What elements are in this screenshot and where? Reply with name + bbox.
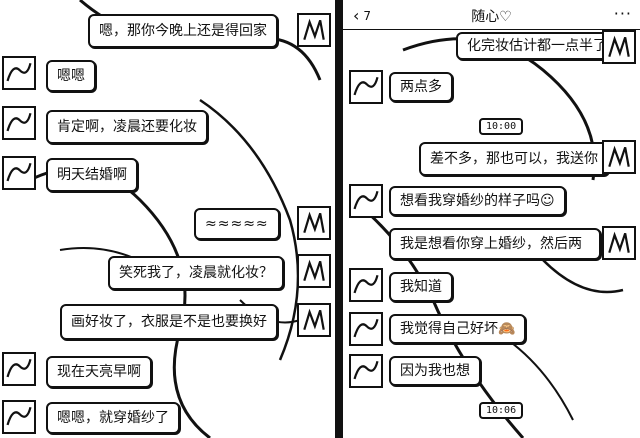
message-bubble[interactable]: 现在天亮早啊 xyxy=(46,356,152,388)
message-text: 因为我也想 xyxy=(400,363,470,379)
message-text: ≈≈≈≈≈ xyxy=(205,216,269,232)
message-text: 我知道 xyxy=(400,279,442,295)
avatar-sketch-icon xyxy=(608,231,630,254)
message-text: 嗯嗯 xyxy=(57,68,85,84)
message-bubble[interactable]: 笑死我了，凌晨就化妆？ xyxy=(108,256,284,290)
message-bubble[interactable]: 我知道 xyxy=(389,272,453,302)
message-bubble[interactable]: 嗯，那你今晚上还是得回家 xyxy=(88,14,278,48)
avatar-sketch-icon xyxy=(608,145,630,168)
contact-avatar[interactable] xyxy=(2,56,36,90)
message-bubble[interactable]: 化完妆估计都一点半了 xyxy=(456,32,618,60)
user-avatar[interactable] xyxy=(602,226,636,260)
avatar-sketch-icon xyxy=(6,407,32,426)
user-avatar[interactable] xyxy=(297,206,331,240)
avatar-sketch-icon xyxy=(353,275,379,294)
chat-title: 随心♡ xyxy=(471,9,512,25)
message-text: 笑死我了，凌晨就化妆？ xyxy=(119,265,273,281)
back-button[interactable]: ‹ 7 xyxy=(353,6,371,25)
message-bubble[interactable]: 我是想看你穿上婚纱，然后两 xyxy=(389,228,601,260)
message-text: 想看我穿婚纱的样子吗☺ xyxy=(400,193,555,209)
more-options-button[interactable]: ··· xyxy=(614,4,632,23)
avatar-sketch-icon xyxy=(303,259,325,282)
right-chat-panel[interactable]: ‹ 7 随心♡ ··· 化完妆估计都一点半了 两点多 10:00 差不多，那也可… xyxy=(343,0,640,438)
message-bubble[interactable]: 嗯嗯 xyxy=(46,60,96,92)
message-text: 肯定啊，凌晨还要化妆 xyxy=(57,119,197,135)
message-text: 现在天亮早啊 xyxy=(57,364,141,380)
contact-avatar[interactable] xyxy=(2,400,36,434)
contact-avatar[interactable] xyxy=(2,106,36,140)
left-chat-panel[interactable]: 嗯，那你今晚上还是得回家 嗯嗯 肯定啊，凌晨还要化妆 明天结婚啊 ≈≈≈≈≈ xyxy=(0,0,335,438)
contact-avatar[interactable] xyxy=(349,354,383,388)
contact-avatar[interactable] xyxy=(349,312,383,346)
user-avatar[interactable] xyxy=(297,303,331,337)
message-text: 嗯，那你今晚上还是得回家 xyxy=(99,23,267,39)
message-bubble[interactable]: 画好妆了，衣服是不是也要换好 xyxy=(60,304,278,340)
background-photo xyxy=(352,37,624,438)
more-dots-icon: ··· xyxy=(613,4,632,23)
message-bubble[interactable]: 嗯嗯，就穿婚纱了 xyxy=(46,402,180,434)
contact-avatar[interactable] xyxy=(349,184,383,218)
message-text: 明天结婚啊 xyxy=(57,167,127,183)
message-text: 差不多，那也可以，我送你 xyxy=(430,151,598,167)
avatar-sketch-icon xyxy=(6,113,32,132)
user-avatar[interactable] xyxy=(297,13,331,47)
avatar-sketch-icon xyxy=(6,359,32,378)
user-avatar[interactable] xyxy=(602,140,636,174)
message-text: 我觉得自己好坏🙈 xyxy=(400,321,516,337)
avatar-sketch-icon xyxy=(353,191,379,210)
contact-avatar[interactable] xyxy=(2,352,36,386)
avatar-sketch-icon xyxy=(6,63,32,82)
avatar-sketch-icon xyxy=(303,18,325,41)
chat-header: ‹ 7 随心♡ ··· xyxy=(343,0,640,30)
avatar-sketch-icon xyxy=(353,77,379,96)
avatar-sketch-icon xyxy=(353,361,379,380)
message-bubble[interactable]: 我觉得自己好坏🙈 xyxy=(389,314,527,344)
message-text: 嗯嗯，就穿婚纱了 xyxy=(57,410,169,426)
contact-avatar[interactable] xyxy=(349,70,383,104)
message-text: 两点多 xyxy=(400,79,442,95)
message-bubble[interactable]: 两点多 xyxy=(389,72,453,102)
message-bubble[interactable]: 因为我也想 xyxy=(389,356,481,386)
contact-avatar[interactable] xyxy=(349,268,383,302)
message-bubble[interactable]: 差不多，那也可以，我送你 xyxy=(419,142,609,176)
avatar-sketch-icon xyxy=(353,319,379,338)
message-text: 我是想看你穿上婚纱，然后两 xyxy=(400,236,582,252)
message-text: 化完妆估计都一点半了 xyxy=(467,38,607,54)
message-bubble[interactable]: 想看我穿婚纱的样子吗☺ xyxy=(389,186,566,216)
user-avatar[interactable] xyxy=(602,30,636,64)
user-avatar[interactable] xyxy=(297,254,331,288)
panel-divider xyxy=(335,0,343,438)
message-bubble[interactable]: 肯定啊，凌晨还要化妆 xyxy=(46,110,208,144)
contact-avatar[interactable] xyxy=(2,156,36,190)
avatar-sketch-icon xyxy=(303,308,325,331)
message-bubble[interactable]: ≈≈≈≈≈ xyxy=(194,208,280,240)
back-arrow-icon: ‹ xyxy=(353,6,360,25)
unread-count: 7 xyxy=(363,8,372,23)
timestamp: 10:00 xyxy=(479,118,524,135)
message-text: 画好妆了，衣服是不是也要换好 xyxy=(71,314,267,330)
avatar-sketch-icon xyxy=(608,35,630,58)
avatar-sketch-icon xyxy=(6,163,32,182)
avatar-sketch-icon xyxy=(303,211,325,234)
timestamp: 10:06 xyxy=(479,402,524,419)
message-bubble[interactable]: 明天结婚啊 xyxy=(46,158,138,192)
